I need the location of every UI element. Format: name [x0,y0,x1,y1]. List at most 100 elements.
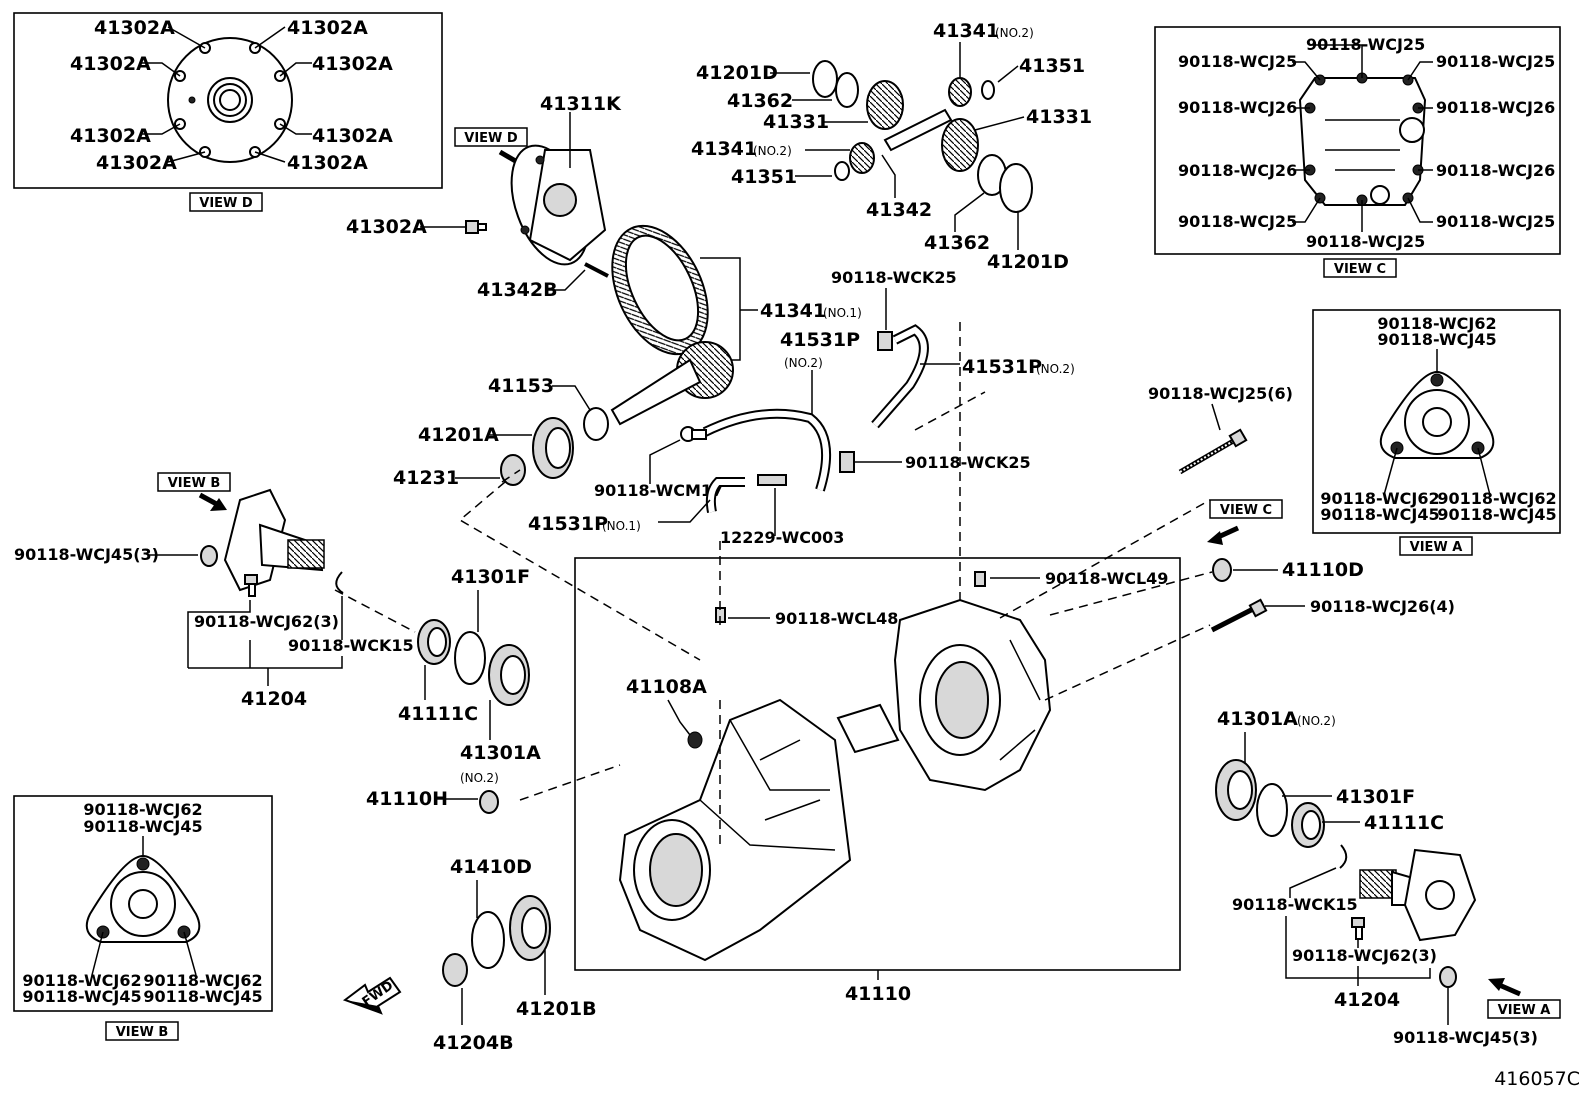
differential-case [510,144,607,266]
view-c-label: 90118-WCJ25 [1306,232,1425,251]
view-c-caption-tag: VIEW C [1323,258,1397,278]
label-41341-no1-note: (NO.1) [823,306,862,320]
washer-41362 [835,72,859,108]
spacer-41153 [583,407,609,441]
view-a-inset: 90118-WCJ62 90118-WCJ45 90118-WCJ62 9011… [1312,309,1561,556]
label-41110h: 41110H [366,788,448,810]
view-d-bolt-label: 41302A [287,17,368,39]
label-41204b: 41204B [433,1032,514,1054]
view-a-top-label: 90118-WCJ45 [1377,330,1496,349]
bracket [836,703,900,754]
label-41301f-right: 41301F [1336,786,1415,808]
view-c-label: 90118-WCJ25 [1178,52,1297,71]
label-90118-wck15-left: 90118-WCK15 [288,636,414,655]
label-90118-wcj25-6: 90118-WCJ25(6) [1148,384,1293,403]
nut-41204b [442,953,468,987]
label-41531p-no2-a-note: (NO.2) [784,356,823,370]
fwd-direction-arrow: FWD [342,976,402,1015]
label-41362-top: 41362 [727,90,793,112]
view-d-bolt-label: 41302A [312,53,393,75]
bolt-90118-wcj62-right [1351,917,1365,940]
label-41111c-right: 41111C [1364,812,1444,834]
label-41351-left: 41351 [731,166,797,188]
seal-41111c-left [417,619,451,665]
shim-41201d [812,60,838,98]
side-gear-41331 [866,80,904,130]
view-c-inset: 90118-WCJ25 90118-WCJ25 90118-WCJ25 9011… [1154,26,1561,278]
view-c-frame [1154,26,1561,255]
label-90118-wck25-b: 90118-WCK25 [905,453,1031,472]
view-d-bolt-label: 41302A [70,53,151,75]
plug-41110h [479,790,499,814]
label-41362-right: 41362 [924,232,990,254]
bolt-90118-wcj25 [1178,428,1248,475]
snap-ring-90118-wck15-left [335,571,344,594]
svg-text:VIEW D: VIEW D [464,131,518,146]
seal-41111c-right [1291,802,1325,848]
label-41111c-left: 41111C [398,703,478,725]
view-d-bolt-label: 41302A [70,125,151,147]
label-41342: 41342 [866,199,932,221]
label-41531p-no2-b: 41531P [962,356,1042,378]
view-a-pointer-tag: VIEW A [1487,999,1561,1019]
connector-12229-wc003 [757,474,787,486]
bearing-41201a [532,417,574,479]
svg-text:VIEW C: VIEW C [1220,503,1272,518]
shim-41301f-right [1256,783,1288,837]
view-c-arrowhead [1207,531,1223,545]
view-c-label: 90118-WCJ25 [1306,35,1425,54]
label-41204-right: 41204 [1334,989,1400,1011]
pin-41342b [584,262,609,278]
label-90118-wcj26-4: 90118-WCJ26(4) [1310,597,1455,616]
label-41204-left: 41204 [241,688,307,710]
label-41531p-no1: 41531P [528,513,608,535]
bolt-41302a [465,220,487,234]
bolt-90118-wcj62-left [244,574,258,597]
label-12229-wc003: 12229-WC003 [720,528,844,547]
view-c-label: 90118-WCJ25 [1436,212,1555,231]
view-d-bolt-label: 41302A [94,17,175,39]
svg-text:VIEW B: VIEW B [116,1025,169,1040]
label-41410d: 41410D [450,856,532,878]
svg-text:VIEW A: VIEW A [1498,1003,1551,1018]
svg-text:VIEW C: VIEW C [1334,262,1386,277]
view-c-label: 90118-WCJ26 [1436,98,1555,117]
front-housing-41110 [618,698,852,962]
label-41341-no2-right-note: (NO.2) [995,26,1034,40]
view-a-top-label: 90118-WCJ62 [1377,314,1496,333]
transfer-case-cover-face [1298,72,1427,206]
washer-41351-right [981,80,995,100]
label-90118-wck25-a: 90118-WCK25 [831,268,957,287]
bearing-41301a-right [1215,759,1257,821]
label-41351-right: 41351 [1019,55,1085,77]
union-90118-wck25-a [877,331,893,351]
view-b-br-label: 90118-WCJ62 [143,971,262,990]
label-41531p-no2-a: 41531P [780,329,860,351]
view-d-bolt-label: 41302A [287,152,368,174]
label-41153: 41153 [488,375,554,397]
view-b-top-label: 90118-WCJ45 [83,817,202,836]
view-a-frame [1312,309,1561,534]
view-a-bl-label: 90118-WCJ62 [1320,489,1439,508]
label-90118-wcj45-3-left: 90118-WCJ45(3) [14,545,159,564]
view-d-pointer-tag: VIEW D [454,127,528,147]
svg-text:VIEW B: VIEW B [168,476,221,491]
label-90118-wck15-right: 90118-WCK15 [1232,895,1358,914]
view-b-br-label: 90118-WCJ45 [143,987,262,1006]
bolt-90118-wcj26 [1210,598,1268,633]
flange-41204-left [223,488,325,592]
view-a-br-label: 90118-WCJ45 [1437,505,1556,524]
label-41301f-left: 41301F [451,566,530,588]
label-41301a-left: 41301A [460,742,541,764]
plug-41110d [1212,558,1232,582]
label-90118-wcm17: 90118-WCM17 [594,481,723,500]
view-b-inset: 90118-WCJ62 90118-WCJ45 90118-WCJ62 9011… [13,795,273,1041]
flange-triangle-face [1379,370,1495,459]
washer-41351 [834,161,850,181]
label-41301a-right: 41301A [1217,708,1298,730]
label-41341-no2-left: 41341 [691,138,757,160]
shim-41201d-right [999,163,1033,213]
view-b-frame [13,795,273,1012]
view-a-arrowhead [1488,978,1505,991]
pinion-gear-41341-no2-right [948,77,972,107]
